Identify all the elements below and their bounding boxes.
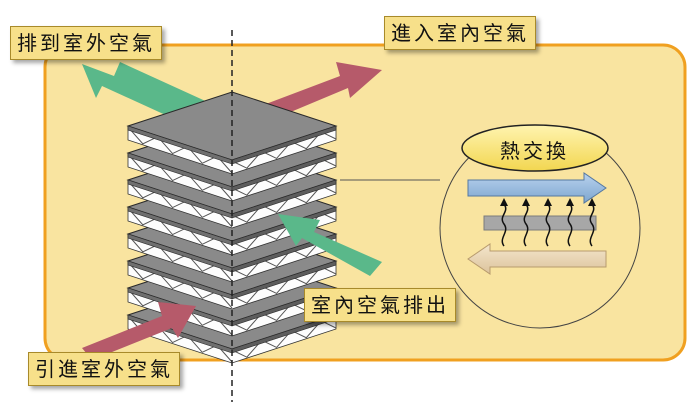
outdoor-intake-arrow — [82, 302, 196, 360]
exchange-plate — [483, 215, 597, 231]
heat-transfer-arrows — [501, 203, 595, 247]
indoor-exhaust-label: 室內空氣排出 — [304, 288, 456, 322]
heat-arrow-heads — [500, 198, 596, 206]
core-plate-edge-right — [231, 179, 337, 219]
indoor-exhaust-arrow — [278, 214, 382, 276]
outdoor-intake-label: 引進室外空氣 — [28, 352, 180, 386]
supply-indoor-label: 進入室內空氣 — [384, 16, 536, 50]
heat-exchange-oval — [461, 124, 609, 172]
heat-exchange-label: 熱交換 — [500, 139, 569, 163]
exhaust-outdoor-label: 排到室外空氣 — [10, 26, 162, 60]
core-plate-edge-right — [231, 260, 337, 300]
tan-flow-arrow — [467, 243, 607, 275]
blue-flow-arrow — [467, 172, 607, 204]
